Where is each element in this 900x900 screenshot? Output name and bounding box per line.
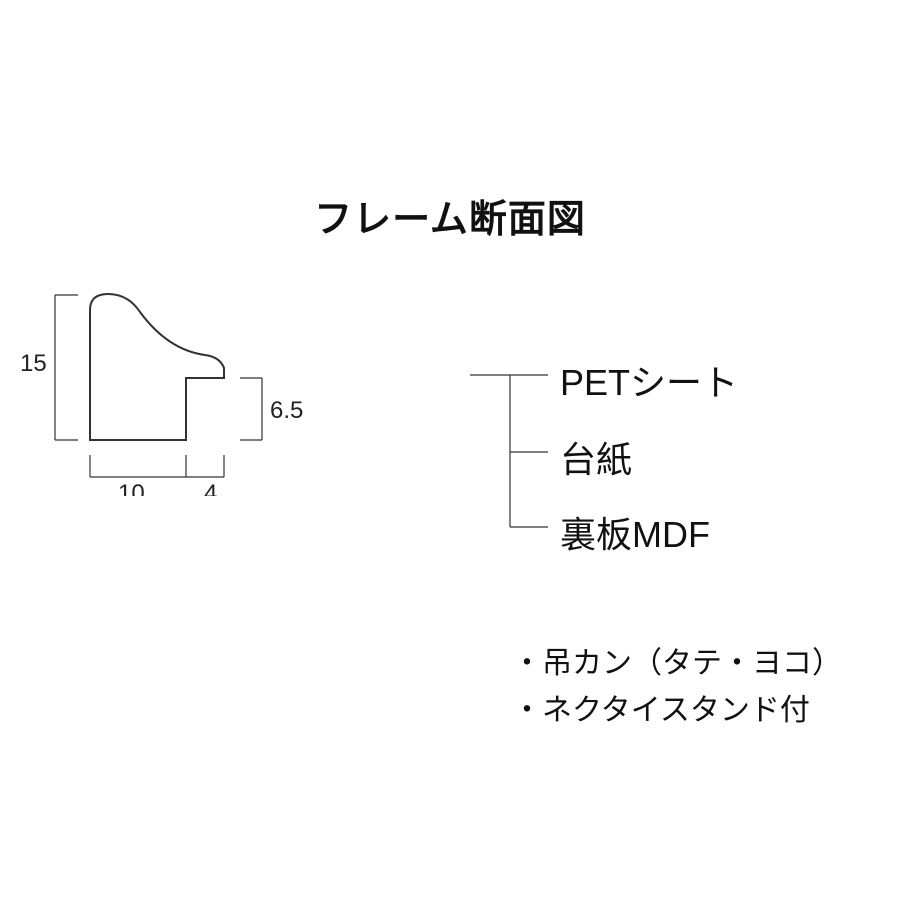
height-dimension-bracket [54,294,78,441]
depth-dimension-bracket [240,377,263,441]
note-stand: ・ネクタイスタンド付 [512,694,810,727]
layer-label-pet-sheet: PETシート [560,362,739,403]
width-main-dimension-label: 10 [118,480,145,496]
width-labels-clip: 10 4 [0,478,300,496]
width-dimension-bracket [89,455,225,478]
width-rebate-dimension-label: 4 [204,480,218,496]
layer-label-mount-board: 台紙 [560,439,633,480]
depth-dimension-label: 6.5 [270,397,304,424]
diagram-title: フレーム断面図 [314,197,586,241]
frame-profile-outline [89,292,225,441]
note-hanger: ・吊カン（タテ・ヨコ） [512,647,842,680]
layer-leader-lines [470,374,548,528]
layer-label-back-board: 裏板MDF [560,514,710,555]
height-dimension-label: 15 [20,350,47,377]
